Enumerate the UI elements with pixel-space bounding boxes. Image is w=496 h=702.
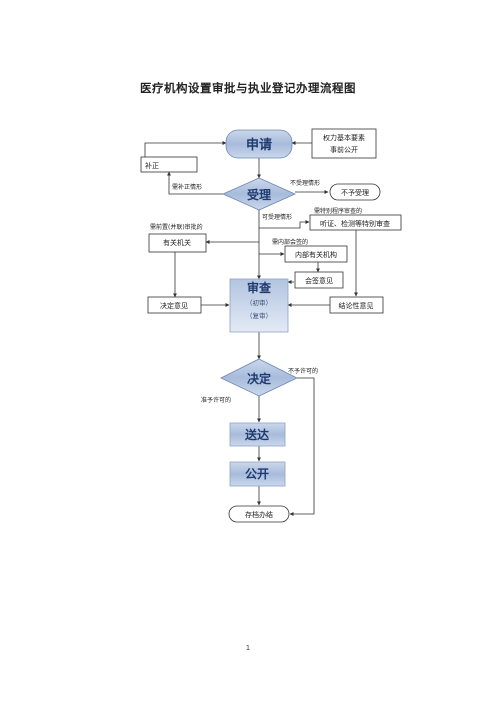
svg-text:存档办结: 存档办结 <box>245 510 273 519</box>
node-deliver: 送达 <box>229 422 286 447</box>
edge-accept-supplement <box>167 171 223 195</box>
node-sign: 会签意见 <box>294 271 344 289</box>
label-can-accept: 可受理情形 <box>262 213 292 221</box>
node-decision-opinion: 决定意见 <box>147 296 202 314</box>
svg-text:（复审）: （复审） <box>246 311 272 320</box>
node-internal: 内部有关机构 <box>284 245 348 263</box>
edge-supplement-apply <box>144 141 227 157</box>
svg-text:受理: 受理 <box>247 187 271 202</box>
label-need-higher: 需前置(并联)审批的 <box>150 223 203 231</box>
label-need-supplement: 需补正情形 <box>172 183 202 191</box>
svg-text:权力基本要素: 权力基本要素 <box>323 133 365 142</box>
node-related: 有关机关 <box>148 233 207 253</box>
svg-text:有关机关: 有关机关 <box>163 238 191 247</box>
page-title: 医疗机构设置审批与执业登记办理流程图 <box>140 81 356 95</box>
node-reject: 不予受理 <box>329 183 381 201</box>
svg-text:（初审）: （初审） <box>246 298 272 307</box>
node-archive: 存档办结 <box>228 505 290 523</box>
label-need-special: 需特别程序审查的 <box>314 207 362 215</box>
edge-decide-archive <box>289 377 315 516</box>
node-decide: 决定 <box>220 358 298 397</box>
node-rights: 权力基本要素 事前公开 <box>311 128 377 159</box>
svg-text:公开: 公开 <box>245 467 269 481</box>
svg-text:送达: 送达 <box>244 427 269 442</box>
svg-text:会签意见: 会签意见 <box>305 276 333 285</box>
svg-text:申请: 申请 <box>246 137 272 153</box>
label-grant: 准予许可的 <box>201 396 231 404</box>
label-not-accept: 不受理情形 <box>290 179 320 187</box>
svg-text:决定意见: 决定意见 <box>160 301 188 310</box>
label-need-sign: 需内部会签的 <box>272 238 308 246</box>
svg-text:结论性意见: 结论性意见 <box>339 301 374 310</box>
node-supplement: 补正 <box>140 156 198 173</box>
svg-text:内部有关机构: 内部有关机构 <box>295 250 337 259</box>
edge-to-special <box>259 220 310 229</box>
node-review: 审查 （初审） （复审） <box>229 278 289 333</box>
svg-text:听证、检测等特别审查: 听证、检测等特别审查 <box>320 219 390 228</box>
node-apply: 申请 <box>225 129 293 159</box>
node-accept: 受理 <box>222 177 296 211</box>
node-conclusion: 结论性意见 <box>329 296 384 314</box>
label-not-grant: 不予许可的 <box>288 367 318 375</box>
svg-text:不予受理: 不予受理 <box>341 188 369 197</box>
page-number: 1 <box>245 644 251 652</box>
node-special: 听证、检测等特别审查 <box>309 214 402 231</box>
svg-text:决定: 决定 <box>247 371 271 386</box>
svg-text:事前公开: 事前公开 <box>330 145 358 154</box>
node-publish: 公开 <box>229 461 286 487</box>
svg-text:补正: 补正 <box>145 161 159 170</box>
svg-text:审查: 审查 <box>247 280 272 295</box>
